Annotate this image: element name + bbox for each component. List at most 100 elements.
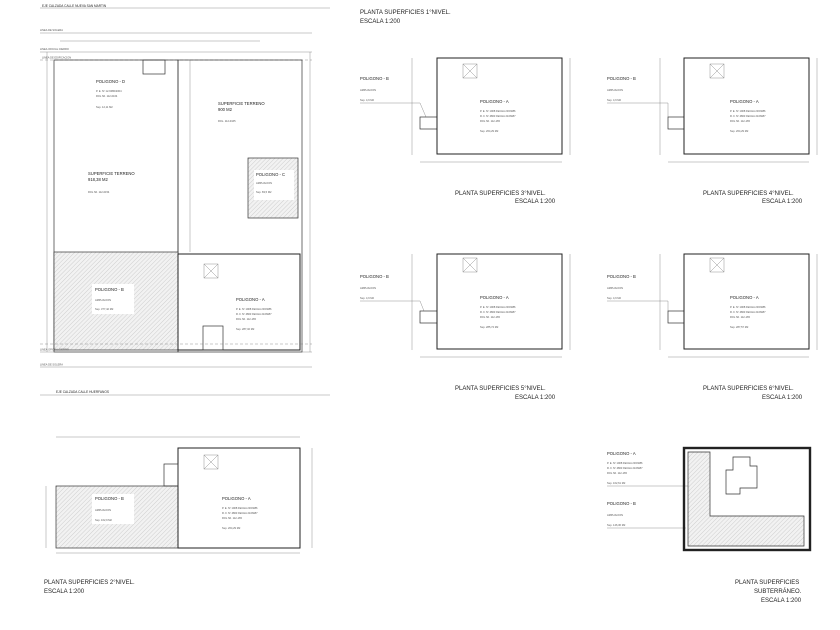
nivel4-poligono-a-sup: Sup. 264,29 M2 — [730, 129, 749, 133]
nivel3-poligono-b-rect — [419, 116, 438, 130]
sub-poligono-b-shape — [687, 451, 805, 547]
poligono-c-name: POLIGONO - C — [256, 172, 285, 177]
nivel3-poligono-a-rect — [436, 57, 563, 155]
nivel4-poligono-b-name: POLIGONO - B — [607, 76, 636, 81]
nivel6-poligono-b-sup: Sup. 4,6 M2 — [607, 296, 622, 300]
poligono-d-rol: ROL SII. 112-0164 — [96, 94, 118, 98]
nivel4-poligono-b-rect — [667, 116, 685, 130]
linea-oficial-label: LINEA OFICIAL CIERRO — [40, 47, 69, 51]
nivel6-scale: ESCALA 1:200 — [762, 395, 803, 401]
site-plan: EJE CALZADA CALLE NUEVA SAN MARTIN LINEA… — [40, 4, 330, 396]
sub-poligono-b-sup: Sup. 146,36 M2 — [607, 523, 626, 527]
poligono-a-rf: R. F. Nº 4803 FECHA 21/09/87 — [236, 312, 272, 316]
nivel3-poligono-b-name: POLIGONO - B — [360, 76, 389, 81]
nivel3-poligono-a-rol: ROL SII. 112-165 — [480, 119, 500, 123]
nivel2-poligono-a-rf: R. F. Nº 4803 FECHA 21/09/87 — [222, 511, 258, 515]
nivel6-poligono-a-rf: R. F. Nº 4803 FECHA 21/09/87 — [730, 310, 766, 314]
nivel5-poligono-a-name: POLIGONO - A — [480, 295, 509, 300]
poligono-b-name: POLIGONO - B — [95, 287, 124, 292]
terreno-right-area: 900 M2 — [218, 107, 233, 112]
nivel3-poligono-a-pe: P. E. Nº 1908 FECHA 23/03/86 — [480, 109, 516, 113]
nivel4-poligono-a-pe: P. E. Nº 1908 FECHA 23/03/86 — [730, 109, 766, 113]
nivel4-title: PLANTA SUPERFICIES 4°NIVEL. — [703, 191, 794, 197]
nivel5-title: PLANTA SUPERFICIES 5°NIVEL. — [455, 386, 546, 392]
poligono-a-sup: Sup. 287,32 M2 — [236, 327, 255, 331]
plan-subterraneo: POLIGONO - A P. E. Nº 1908 FECHA 23/03/8… — [607, 446, 812, 604]
plan-nivel-5: POLIGONO - B AMPLIACION Sup. 4,6 M2 POLI… — [360, 253, 571, 401]
poligono-a-name: POLIGONO - A — [236, 297, 265, 302]
nivel6-poligono-a-pe: P. E. Nº 1908 FECHA 23/03/86 — [730, 305, 766, 309]
nivel6-poligono-a-sup: Sup. 287,57 M2 — [730, 325, 749, 329]
poligono-d-pe: P. E. Nº 12-6080/2004 — [96, 89, 122, 93]
sub-poligono-a-rf: R. F. Nº 4803 FECHA 21/09/87 — [607, 466, 643, 470]
poligono-c-sup: Sup. 83,5 M2 — [256, 190, 272, 194]
nivel4-poligono-a-name: POLIGONO - A — [730, 99, 759, 104]
nivel4-poligono-b-amp: AMPLIACION — [607, 88, 623, 92]
nivel4-poligono-a-rol: ROL SII. 112-165 — [730, 119, 750, 123]
sub-poligono-a-name: POLIGONO - A — [607, 451, 636, 456]
nivel2-poligono-a-rol: ROL SII. 112-165 — [222, 516, 242, 520]
nivel6-poligono-b-name: POLIGONO - B — [607, 274, 636, 279]
poligono-a-pe: P. E. Nº 1908 FECHA 23/03/86 — [236, 307, 272, 311]
poligono-b-amp: AMPLIACION — [95, 298, 111, 302]
nivel5-poligono-a-pe: P. E. Nº 1908 FECHA 23/03/86 — [480, 305, 516, 309]
nivel2-poligono-b-amp: AMPLIACION — [95, 508, 111, 512]
nivel3-poligono-a-name: POLIGONO - A — [480, 99, 509, 104]
poligono-d-rect — [142, 59, 166, 75]
nivel2-poligono-b-sup: Sup. 162,9 M2 — [95, 518, 112, 522]
poligono-d-name: POLIGONO - D — [96, 79, 125, 84]
sub-core — [725, 456, 758, 495]
sub-title-1: PLANTA SUPERFICIES — [735, 580, 799, 586]
nivel4-scale: ESCALA 1:200 — [762, 199, 803, 205]
nivel1-title: PLANTA SUPERFICIES 1°NIVEL. — [360, 10, 451, 16]
terreno-left-area: 918,38 M2 — [88, 177, 108, 182]
nivel5-poligono-a-rect — [436, 253, 563, 350]
nivel5-scale: ESCALA 1:200 — [515, 395, 556, 401]
nivel4-poligono-a-rf: R. F. Nº 4803 FECHA 21/09/87 — [730, 114, 766, 118]
linea-bottom-label: LINEA OFICIAL CIERRO — [40, 348, 69, 352]
nivel3-scale: ESCALA 1:200 — [515, 199, 556, 205]
nivel2-poligono-a-sup: Sup. 264,29 M2 — [222, 526, 241, 530]
nivel6-poligono-a-rol: ROL SII. 112-165 — [730, 315, 750, 319]
linea-solera-b-label: LINEA DE SOLERA — [40, 363, 63, 367]
nivel2-poligono-a-name: POLIGONO - A — [222, 496, 251, 501]
nivel6-poligono-b-amp: AMPLIACION — [607, 286, 623, 290]
plan-nivel-3: POLIGONO - B AMPLIACION Sup. 4,6 M2 POLI… — [360, 57, 571, 205]
nivel6-poligono-b-rect — [667, 310, 685, 324]
nivel5-poligono-a-rol: ROL SII. 112-165 — [480, 315, 500, 319]
plan-nivel-4: POLIGONO - B AMPLIACION Sup. 4,6 M2 POLI… — [607, 57, 818, 205]
poligono-a-rect — [177, 253, 301, 351]
nivel5-poligono-a-sup: Sup. 285,74 M2 — [480, 325, 499, 329]
nivel2-poligono-a-rect — [177, 447, 301, 549]
nivel2-poligono-a-pe: P. E. Nº 1908 FECHA 23/03/86 — [222, 506, 258, 510]
nivel3-poligono-a-sup: Sup. 264,29 M2 — [480, 129, 499, 133]
nivel3-poligono-b-amp: AMPLIACION — [360, 88, 376, 92]
nivel4-poligono-a-rect — [683, 57, 810, 155]
terreno-left-rol: ROL SII. 112-0154 — [88, 190, 110, 194]
sub-poligono-b-amp: AMPLIACION — [607, 513, 623, 517]
nivel2-scale: ESCALA 1:200 — [44, 589, 85, 595]
street-bottom-label: EJE CALZADA CALLE HUERFANOS — [56, 390, 109, 394]
poligono-a-rol: ROL SII. 112-165 — [236, 317, 256, 321]
nivel5-poligono-b-rect — [419, 310, 438, 324]
nivel6-title: PLANTA SUPERFICIES 6°NIVEL. — [703, 386, 794, 392]
nivel5-poligono-a-rf: R. F. Nº 4803 FECHA 21/09/87 — [480, 310, 516, 314]
nivel6-poligono-a-rect — [683, 253, 810, 350]
nivel5-poligono-b-sup: Sup. 4,6 M2 — [360, 296, 375, 300]
poligono-d-sup: Sup. 12,11 M2 — [96, 105, 113, 109]
plan-nivel-1: PLANTA SUPERFICIES 1°NIVEL. ESCALA 1:200 — [360, 10, 451, 25]
sub-poligono-a-sup: Sup. 162,61 M2 — [607, 481, 626, 485]
sub-scale: ESCALA 1:200 — [761, 598, 802, 604]
sub-poligono-b-name: POLIGONO - B — [607, 501, 636, 506]
poligono-c-amp: AMPLIACION — [256, 181, 272, 185]
terreno-left-name: SUPERFICIE TERRENO — [88, 171, 135, 176]
nivel3-poligono-b-sup: Sup. 4,6 M2 — [360, 98, 375, 102]
street-top-label: EJE CALZADA CALLE NUEVA SAN MARTIN — [42, 4, 107, 8]
sub-title-2: SUBTERRÁNEO. — [754, 588, 802, 595]
sub-poligono-a-pe: P. E. Nº 1908 FECHA 23/03/86 — [607, 461, 643, 465]
sub-outer-wall — [682, 446, 812, 552]
linea-edificacion-label: LINEA DE EDIFICACION — [42, 56, 71, 60]
nivel5-poligono-b-amp: AMPLIACION — [360, 286, 376, 290]
nivel1-scale: ESCALA 1:200 — [360, 19, 401, 25]
